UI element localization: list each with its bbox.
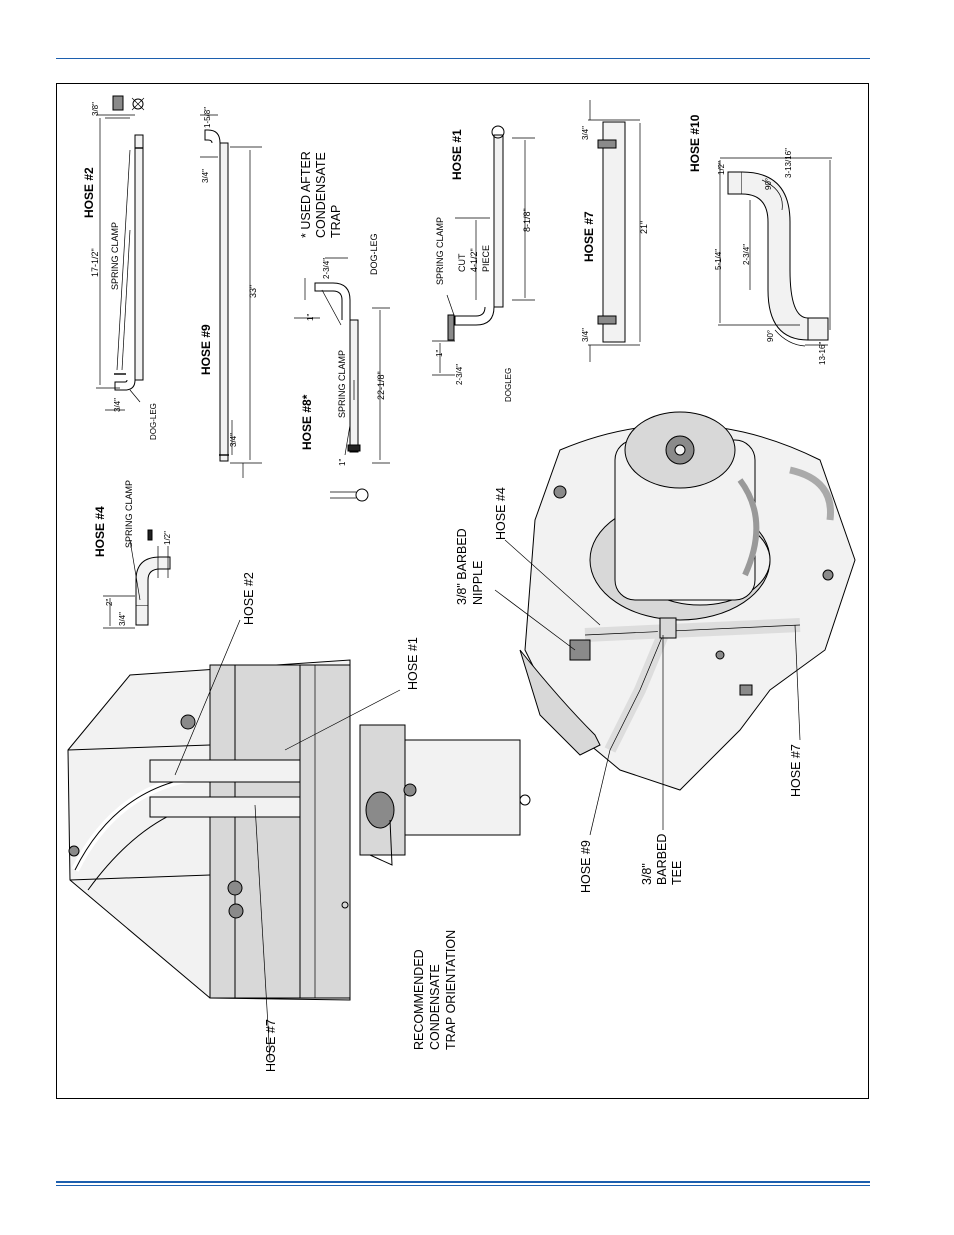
dim-1: 1": [306, 314, 315, 321]
dim-21: 21": [639, 221, 649, 234]
used-after-line3: TRAP: [329, 205, 343, 238]
dim-8-1-8: 8-1/8": [522, 208, 532, 232]
dim-90-bottom: 90°: [766, 330, 775, 342]
dim-1-2-b: 1/2": [717, 161, 726, 175]
spring-clamp-label-4: SPRING CLAMP: [124, 480, 134, 548]
hose-8-detail: HOSE #8* SPRING CLAMP 2-3/4" 1" 1" 22-1/…: [294, 151, 390, 502]
dim-3-13-16: 3-13/16": [784, 148, 793, 178]
hose-1-title: HOSE #1: [450, 129, 464, 180]
hose-8-title: HOSE #8*: [300, 394, 314, 450]
dim-3-4-f: 3/4": [581, 328, 590, 342]
dim-3-4-e: 3/4": [581, 126, 590, 140]
footer-rule-thin: [56, 1185, 870, 1186]
barbed-tee-line2: BARBED: [655, 834, 669, 885]
barbed-tee-line3: TEE: [670, 861, 684, 885]
hose-2-title: HOSE #2: [82, 167, 96, 218]
dim-2-3-4: 2-3/4": [322, 258, 331, 279]
spring-clamp-label-1: SPRING CLAMP: [435, 217, 445, 285]
hose-2-detail: HOSE #2 17-1/2" SPRING CLAMP 3/8" 3/4" D…: [82, 95, 158, 440]
dim-3-4-d: 3/4": [118, 612, 127, 626]
cut-line2: 4-1/2": [469, 248, 479, 272]
inducer-assembly: 3/8" BARBED NIPPLE HOSE #4 HOSE #9 3/8" …: [455, 411, 856, 893]
dim-2-3-4-b: 2-3/4": [455, 364, 464, 385]
dim-2-3-4-c: 2-3/4": [742, 244, 751, 265]
dim-90-top: 90°: [764, 178, 773, 190]
recommended-line1: RECOMMENDED: [412, 949, 426, 1050]
used-after-line1: * USED AFTER: [299, 151, 313, 238]
hose-9-callout: HOSE #9: [579, 840, 593, 893]
hose-1-callout: HOSE #1: [406, 637, 420, 690]
used-after-line2: CONDENSATE: [314, 152, 328, 238]
hose-7-callout-right: HOSE #7: [789, 744, 803, 797]
dim-5-1-4: 5-1/4": [714, 249, 723, 270]
dim-3-4-b: 3/4": [201, 169, 210, 183]
dogleg-label-1: DOGLEG: [504, 368, 513, 402]
cut-line1: CUT: [457, 253, 467, 272]
dim-3-8: 3/8": [91, 102, 100, 116]
condensate-trap-assembly: HOSE #2 HOSE #1 HOSE #7 RECOMMENDED COND…: [67, 572, 531, 1072]
recommended-line3: TRAP ORIENTATION: [444, 930, 458, 1050]
hose-7-detail: HOSE #7 21" 3/4" 3/4": [581, 100, 649, 362]
hose-7-callout: HOSE #7: [264, 1019, 278, 1072]
figure-frame: [56, 83, 869, 1099]
dog-leg-label: DOG-LEG: [149, 403, 158, 440]
dog-leg-label-8: DOG-LEG: [369, 233, 379, 275]
dim-1-2: 1/2": [163, 531, 172, 545]
hose-10-detail: HOSE #10 1/2" 90° 3-13/16" 5-1/4" 2-3/4"…: [688, 114, 832, 365]
dim-1-c: 1": [435, 350, 444, 357]
barbed-tee-line1: 3/8": [640, 863, 654, 885]
dim-3-4-c: 3/4": [229, 433, 238, 447]
hose-9-title: HOSE #9: [199, 324, 213, 375]
dim-13-16: 13-16": [818, 342, 827, 365]
barbed-nipple-line1: 3/8" BARBED: [455, 528, 469, 605]
hose-2-callout: HOSE #2: [242, 572, 256, 625]
hose-10-title: HOSE #10: [688, 114, 702, 172]
hose-4-callout: HOSE #4: [494, 487, 508, 540]
cut-line3: PIECE: [481, 245, 491, 272]
hose-1-detail: HOSE #1 SPRING CLAMP CUT 4-1/2" PIECE 8-…: [432, 125, 535, 402]
spring-clamp-label-8: SPRING CLAMP: [337, 350, 347, 418]
header-rule: [56, 58, 870, 59]
spring-clamp-label: SPRING CLAMP: [110, 222, 120, 290]
recommended-line2: CONDENSATE: [428, 964, 442, 1050]
footer-rule: [56, 1181, 870, 1183]
dim-33: 33": [248, 285, 258, 298]
dim-17-1-2: 17-1/2": [90, 248, 100, 277]
dim-1-b: 1": [338, 459, 347, 466]
dim-2: 2": [105, 599, 114, 606]
hose-4-detail: HOSE #4 SPRING CLAMP 2" 3/4" 1/2": [93, 480, 172, 629]
dim-22-1-8: 22-1/8": [376, 371, 386, 400]
hose-7-title: HOSE #7: [582, 211, 596, 262]
barbed-nipple-line2: NIPPLE: [471, 561, 485, 605]
hose-9-detail: HOSE #9 33" 1-5/8" 3/4" 3/4": [199, 107, 262, 478]
dim-3-4: 3/4": [113, 398, 122, 412]
dim-1-5-8: 1-5/8": [203, 107, 212, 128]
hose-4-title: HOSE #4: [93, 506, 107, 557]
